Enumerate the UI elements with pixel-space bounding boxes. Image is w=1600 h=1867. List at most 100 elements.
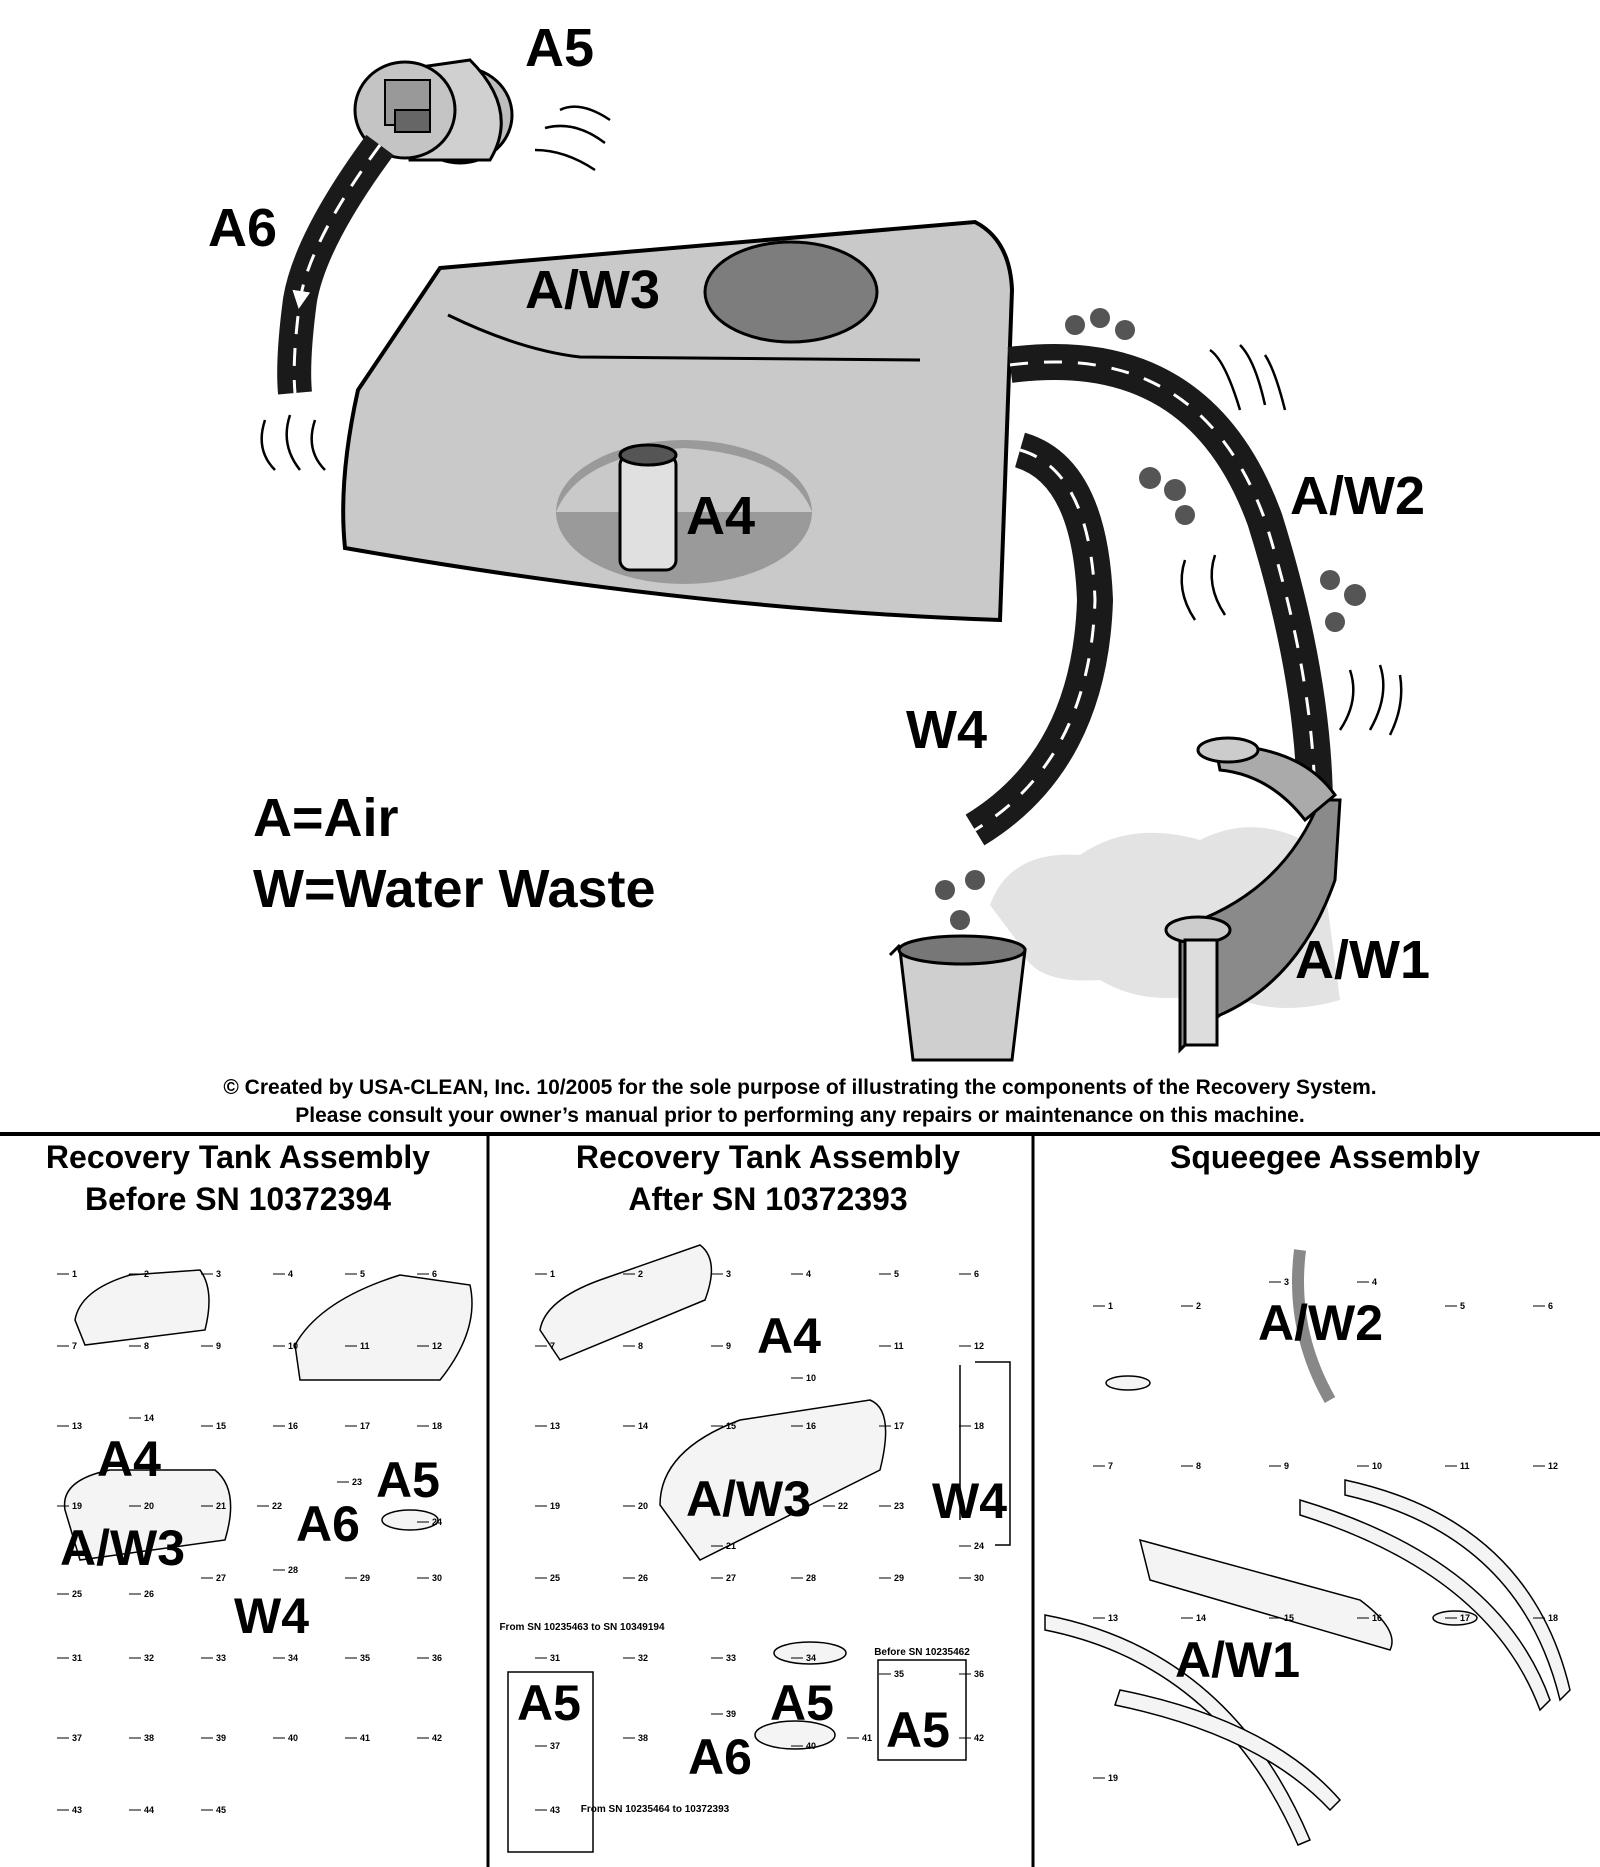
panel-3-exploded-view [1044,1249,1571,1846]
part-number: 12 [974,1341,984,1351]
part-number: 40 [288,1733,298,1743]
part-number: 8 [1196,1461,1201,1471]
hose-a6-flow-arrows [292,144,382,394]
part-number: 19 [550,1501,560,1511]
part-number: 12 [432,1341,442,1351]
part-number: 3 [726,1269,731,1279]
part-number: 17 [360,1421,370,1431]
part-number: 1 [550,1269,555,1279]
panel-2-title: Recovery Tank Assembly [576,1139,960,1175]
legend-water: W=Water Waste [253,859,656,919]
part-number: 3 [1284,1277,1289,1287]
part-number: 17 [894,1421,904,1431]
panel-1-label-aw3: A/W3 [60,1520,185,1576]
part-number: 32 [638,1653,648,1663]
panel-1-exploded-view [63,1269,473,1561]
part-number: 4 [1372,1277,1377,1287]
part-number: 38 [638,1733,648,1743]
label-aw2: A/W2 [1290,466,1425,526]
part-number: 25 [72,1589,82,1599]
part-number: 23 [352,1477,362,1487]
part-number: 11 [360,1341,370,1351]
part-number: 10 [806,1373,816,1383]
part-number: 11 [894,1341,904,1351]
hose-aw2-flow-arrows [1009,360,1317,811]
part-number: 8 [144,1341,149,1351]
part-number: 26 [638,1573,648,1583]
filter-a4 [618,453,678,572]
part-number: 40 [806,1741,816,1751]
part-number: 18 [974,1421,984,1431]
part-number: 29 [360,1573,370,1583]
hose-w4-flow-arrows [974,448,1097,832]
part-number: 21 [216,1501,226,1511]
part-number: 7 [1108,1461,1113,1471]
part-number: 9 [726,1341,731,1351]
part-number: 37 [550,1741,560,1751]
part-number: 11 [1460,1461,1470,1471]
part-number: 13 [1108,1613,1118,1623]
panel-2-label-a4: A4 [757,1308,821,1364]
part-number: 6 [1548,1301,1553,1311]
label-a5: A5 [525,18,594,78]
part-number: 18 [1548,1613,1558,1623]
part-number: 39 [726,1709,736,1719]
part-number: 23 [894,1501,904,1511]
panel-1-label-w4: W4 [234,1588,309,1644]
part-number: 34 [806,1653,816,1663]
part-number: 8 [638,1341,643,1351]
part-number: 42 [974,1733,984,1743]
panel-1-subtitle: Before SN 10372394 [85,1181,391,1217]
part-number: 22 [272,1501,282,1511]
part-number: 20 [144,1501,154,1511]
inset-label-left: From SN 10235463 to SN 10349194 [499,1622,665,1633]
part-number: 6 [974,1269,979,1279]
part-number: 5 [1460,1301,1465,1311]
part-number: 14 [638,1421,648,1431]
part-number: 22 [838,1501,848,1511]
part-number: 15 [726,1421,736,1431]
panel-2-label-a6: A6 [688,1729,752,1785]
panel-2-label-a5-right: A5 [886,1702,950,1758]
part-number: 36 [432,1653,442,1663]
part-number: 31 [72,1653,82,1663]
part-number: 14 [144,1413,154,1423]
part-number: 5 [894,1269,899,1279]
part-number: 2 [638,1269,643,1279]
air-swirl-icons [260,105,1403,736]
water-drop-icons [935,308,1366,930]
panel-1-label-a6: A6 [296,1496,360,1552]
part-number: 1 [1108,1301,1113,1311]
part-number: 35 [360,1653,370,1663]
part-number: 39 [216,1733,226,1743]
part-number: 9 [1284,1461,1289,1471]
part-number: 30 [974,1573,984,1583]
recovery-tank [341,219,1015,623]
part-number: 9 [216,1341,221,1351]
label-a4: A4 [686,486,755,546]
part-number: 10 [288,1341,298,1351]
part-number: 13 [550,1421,560,1431]
part-number: 44 [144,1805,154,1815]
part-number: 6 [432,1269,437,1279]
inset-label-middle: From SN 10235464 to 10372393 [581,1804,730,1815]
part-number: 13 [72,1421,82,1431]
part-number: 15 [1284,1613,1294,1623]
part-number: 43 [550,1805,560,1815]
part-number: 37 [72,1733,82,1743]
panel-2-label-a5-middle: A5 [770,1675,834,1731]
part-number: 16 [806,1421,816,1431]
part-number: 41 [360,1733,370,1743]
part-number: 16 [1372,1613,1382,1623]
part-number: 25 [550,1573,560,1583]
panel-3-label-aw2: A/W2 [1258,1295,1383,1351]
panel-3-title: Squeegee Assembly [1170,1139,1480,1175]
part-number: 45 [216,1805,226,1815]
part-number: 16 [288,1421,298,1431]
part-number: 42 [432,1733,442,1743]
part-number: 33 [726,1653,736,1663]
part-number: 21 [726,1541,736,1551]
label-a6: A6 [208,198,277,258]
label-w4: W4 [906,700,987,760]
